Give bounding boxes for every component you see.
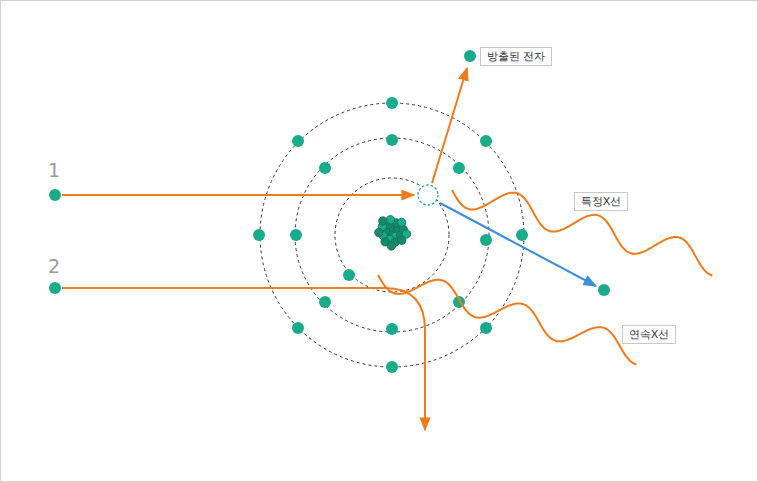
nucleon	[379, 217, 387, 225]
nucleus	[375, 216, 411, 251]
nucleon	[397, 218, 405, 226]
incident-paths	[62, 68, 467, 430]
nucleon	[387, 242, 395, 250]
electron	[292, 135, 304, 147]
electron	[386, 323, 398, 335]
electron	[290, 229, 302, 241]
electron	[319, 162, 331, 174]
electron	[386, 97, 398, 109]
nucleon	[375, 228, 383, 236]
electron	[343, 269, 355, 281]
electron	[464, 50, 476, 62]
callout-number: 2	[48, 256, 60, 276]
electron	[386, 361, 398, 373]
vacancy	[418, 185, 438, 205]
characteristic-xray-wave	[452, 190, 712, 276]
electron	[49, 282, 61, 294]
label-box: 특정X선	[574, 192, 629, 211]
electron	[480, 234, 492, 246]
orbit-m	[260, 103, 524, 367]
electron	[480, 322, 492, 334]
label-text: 연속X선	[629, 328, 670, 341]
electron	[253, 229, 265, 241]
electron	[516, 229, 528, 241]
deflected-electron-path	[62, 288, 425, 430]
ejected-electron-path	[432, 68, 467, 183]
label-text: 방출된 전자	[487, 50, 546, 63]
electrons	[49, 50, 610, 373]
incident-electron-path	[62, 194, 414, 196]
electron	[292, 322, 304, 334]
orbits	[260, 103, 524, 367]
label-text: 특정X선	[581, 195, 622, 208]
electron	[386, 134, 398, 146]
electron	[598, 284, 610, 296]
transition-arrow	[440, 203, 596, 286]
nucleon	[386, 216, 394, 224]
electron	[49, 189, 61, 201]
continuous-xray-wave	[378, 275, 636, 364]
label-box: 방출된 전자	[480, 47, 553, 66]
nucleon	[402, 230, 410, 238]
electron	[319, 296, 331, 308]
electron	[453, 162, 465, 174]
label-box: 연속X선	[622, 325, 677, 344]
electron	[480, 135, 492, 147]
callout-number: 1	[48, 160, 60, 180]
